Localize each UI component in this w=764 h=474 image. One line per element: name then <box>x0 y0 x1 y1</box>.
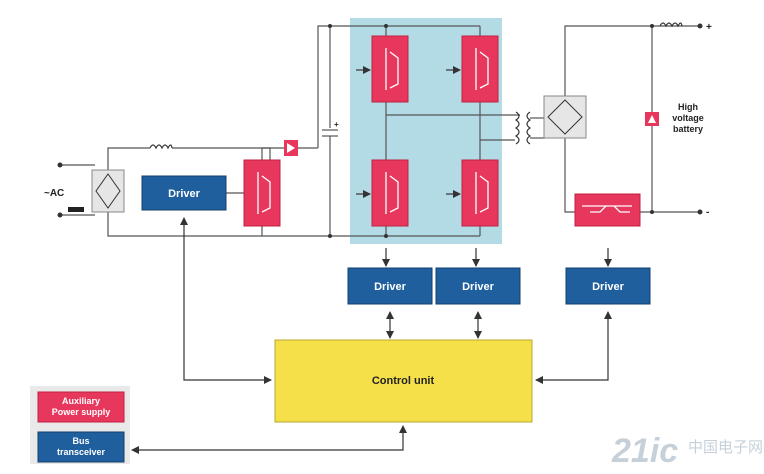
switch-output <box>574 193 641 227</box>
driver-left-label: Driver <box>374 281 407 293</box>
battery-label-line1: High <box>678 102 698 112</box>
output-rectifier-bridge <box>543 95 587 139</box>
control-unit-label: Control unit <box>372 375 435 387</box>
switch-pfc <box>243 159 281 227</box>
legend-aux-power-box <box>37 391 125 423</box>
driver-pfc-label: Driver <box>168 188 201 200</box>
input-rectifier-bridge <box>91 169 125 213</box>
ac-ground-bar <box>68 207 84 212</box>
output-minus-label: - <box>706 207 709 218</box>
watermark-sub: 中国电子网 <box>688 439 763 456</box>
transformer <box>514 111 532 145</box>
output-plus-label: + <box>706 22 712 33</box>
control-unit-block: Control unit <box>274 339 533 423</box>
watermark-text: 21ic <box>611 432 678 470</box>
legend-aux-line2: Power supply <box>52 407 111 417</box>
wiring <box>60 25 700 237</box>
gate-arrows <box>356 66 461 198</box>
legend-bus-box <box>37 431 125 463</box>
driver-right-block: Driver <box>565 267 651 305</box>
driver-mid-label: Driver <box>462 281 495 293</box>
battery-label-line3: battery <box>673 124 703 134</box>
legend-aux-line1: Auxiliary <box>62 396 100 406</box>
legend: Auxiliary Power supply Bus transceiver <box>30 386 130 464</box>
battery-label-line2: voltage <box>672 113 704 123</box>
capacitor-plus-label: + <box>334 120 339 129</box>
driver-mid-block: Driver <box>435 267 521 305</box>
switch-top-right <box>461 35 499 103</box>
legend-bus-line2: transceiver <box>57 447 106 457</box>
control-connections <box>131 217 612 454</box>
output-inductor <box>659 22 683 28</box>
input-inductor <box>149 144 173 150</box>
switch-bottom-right <box>461 159 499 227</box>
switch-top-left <box>371 35 409 103</box>
watermark: 21ic 中国电子网 <box>611 432 763 470</box>
driver-pfc-block: Driver <box>141 175 227 211</box>
battery-diode <box>645 112 659 126</box>
switch-bottom-left <box>371 159 409 227</box>
driver-right-label: Driver <box>592 281 625 293</box>
terminals <box>57 23 703 238</box>
legend-bus-line1: Bus <box>72 436 89 446</box>
ac-input-label: ~AC <box>44 188 64 199</box>
pfc-diode <box>284 140 298 156</box>
driver-left-block: Driver <box>347 267 433 305</box>
